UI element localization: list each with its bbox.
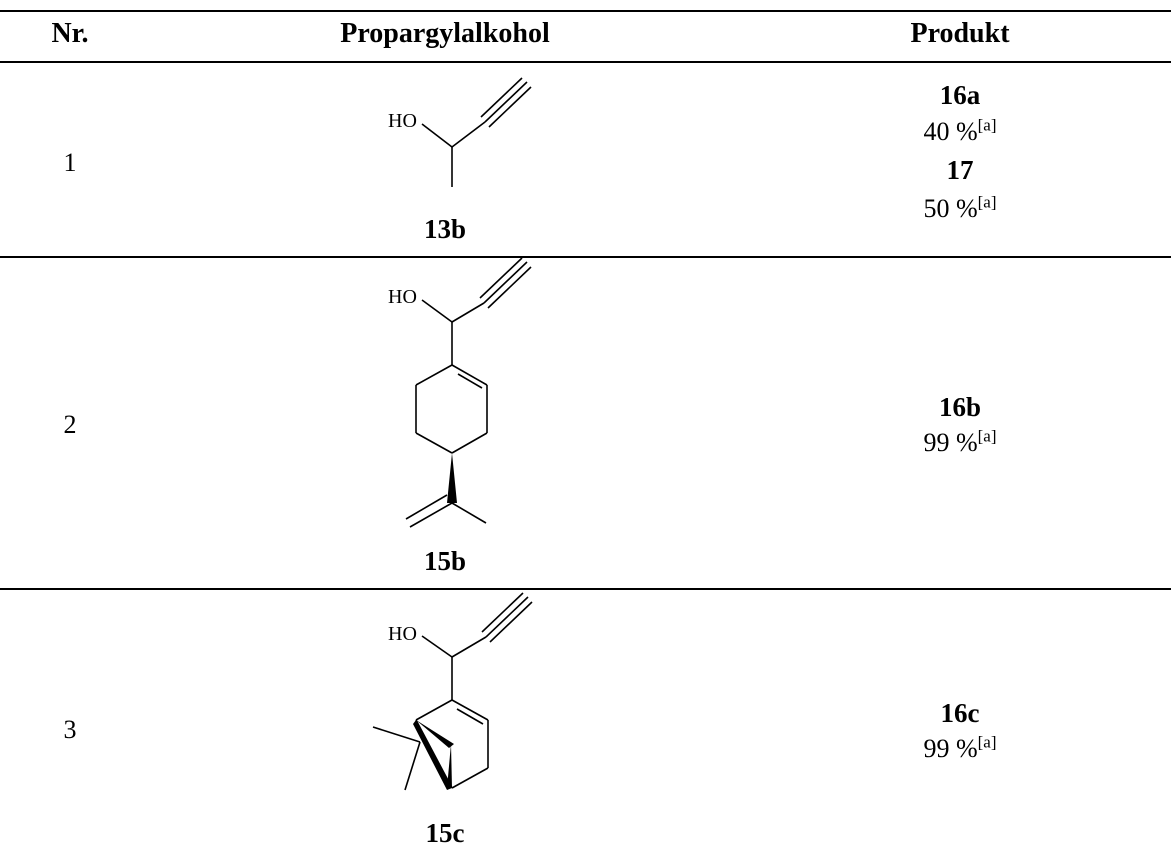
header-propargylalkohol: Propargylalkohol: [340, 18, 550, 49]
footnote-marker: [a]: [977, 115, 997, 135]
footnote-marker: [a]: [977, 426, 997, 446]
table-top-rule: [0, 10, 1171, 12]
compound-13b-label: 13b: [423, 214, 467, 244]
product-17-label: 17: [946, 155, 974, 185]
footnote-marker: [a]: [977, 192, 997, 212]
row-3-number: 3: [63, 715, 77, 744]
product-16c-label: 16c: [940, 698, 980, 728]
hydroxyl-label: HO: [388, 286, 417, 308]
product-16a-label: 16a: [939, 80, 981, 110]
header-nr: Nr.: [51, 18, 89, 49]
header-produkt: Produkt: [910, 18, 1010, 49]
footnote-marker: [a]: [977, 732, 997, 752]
header-bottom-rule: [0, 61, 1171, 63]
compound-15c-label: 15c: [425, 818, 465, 848]
product-16a-yield: 40 %[a]: [923, 115, 997, 146]
row-1-bottom-rule: [0, 256, 1171, 258]
hydroxyl-label: HO: [388, 110, 417, 132]
product-16b-label: 16b: [938, 392, 982, 422]
product-17-yield: 50 %[a]: [923, 192, 997, 223]
row-2-number: 2: [63, 410, 77, 439]
compound-15b-label: 15b: [423, 546, 467, 576]
product-16c-yield: 99 %[a]: [923, 732, 997, 763]
hydroxyl-label: HO: [388, 623, 417, 645]
row-1-number: 1: [63, 148, 77, 177]
row-2-bottom-rule: [0, 588, 1171, 590]
product-16b-yield: 99 %[a]: [923, 426, 997, 457]
